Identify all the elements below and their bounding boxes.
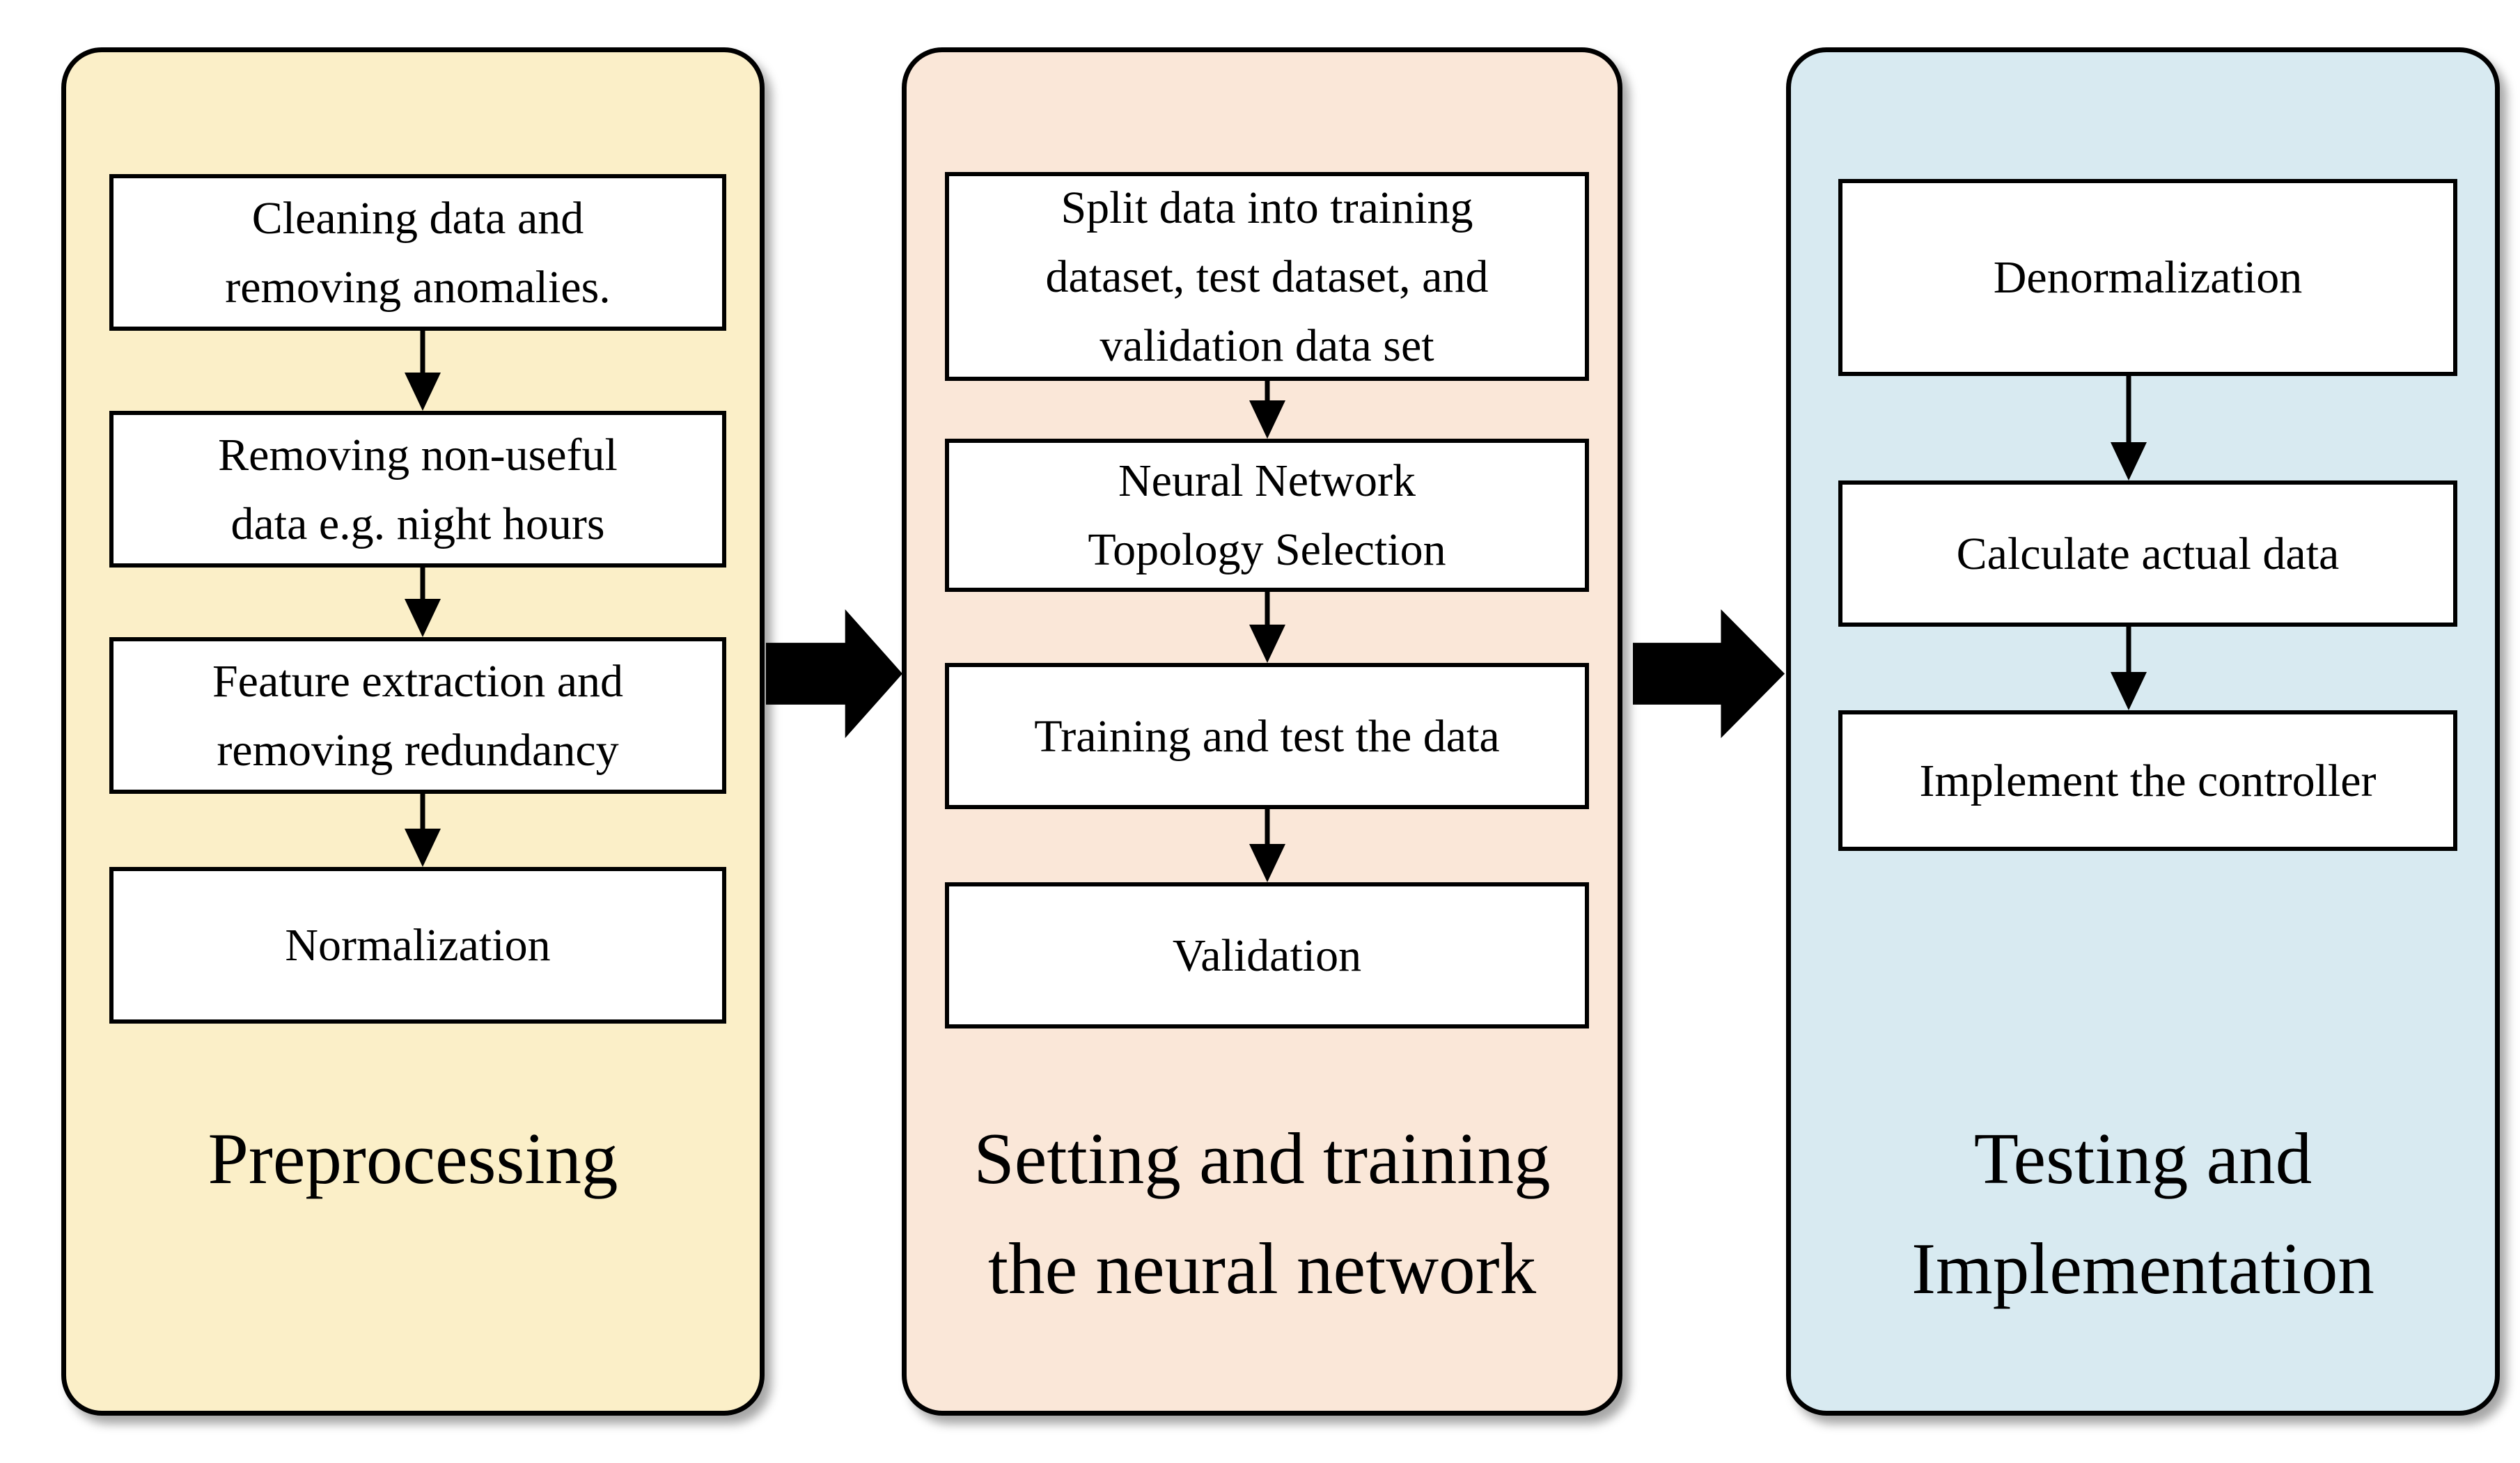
flow-arrow-icon: [1633, 609, 1785, 738]
panel-label-preprocessing: Preprocessing: [208, 1118, 618, 1199]
step-removing-non-useful: Removing non-useful data e.g. night hour…: [109, 411, 726, 568]
down-arrow-icon: [403, 794, 442, 867]
step-nn-topology-selection: Neural Network Topology Selection: [945, 439, 1589, 592]
step-split-data: Split data into training dataset, test d…: [945, 172, 1589, 381]
panel-setting-training: Split data into training dataset, test d…: [902, 47, 1622, 1416]
step-feature-extraction: Feature extraction and removing redundan…: [109, 637, 726, 794]
down-arrow-icon: [403, 331, 442, 411]
panel-preprocessing: Cleaning data and removing anomalies. Re…: [61, 47, 765, 1416]
step-validation: Validation: [945, 882, 1589, 1028]
panel-label-setting-training: Setting and training the neural network: [973, 1118, 1551, 1309]
down-arrow-icon: [1248, 381, 1287, 439]
flow-arrow-icon: [766, 609, 902, 738]
down-arrow-icon: [2109, 627, 2148, 710]
step-normalization: Normalization: [109, 867, 726, 1024]
step-calculate-actual-data: Calculate actual data: [1838, 480, 2457, 627]
step-implement-controller: Implement the controller: [1838, 710, 2457, 851]
step-denormalization: Denormalization: [1838, 179, 2457, 376]
down-arrow-icon: [1248, 592, 1287, 663]
panel-label-testing-implementation: Testing and Implementation: [1911, 1118, 2374, 1309]
step-training-and-test: Training and test the data: [945, 663, 1589, 809]
step-cleaning-data: Cleaning data and removing anomalies.: [109, 174, 726, 331]
panel-testing-implementation: Denormalization Calculate actual data Im…: [1786, 47, 2500, 1416]
down-arrow-icon: [403, 568, 442, 637]
down-arrow-icon: [1248, 809, 1287, 882]
down-arrow-icon: [2109, 376, 2148, 480]
